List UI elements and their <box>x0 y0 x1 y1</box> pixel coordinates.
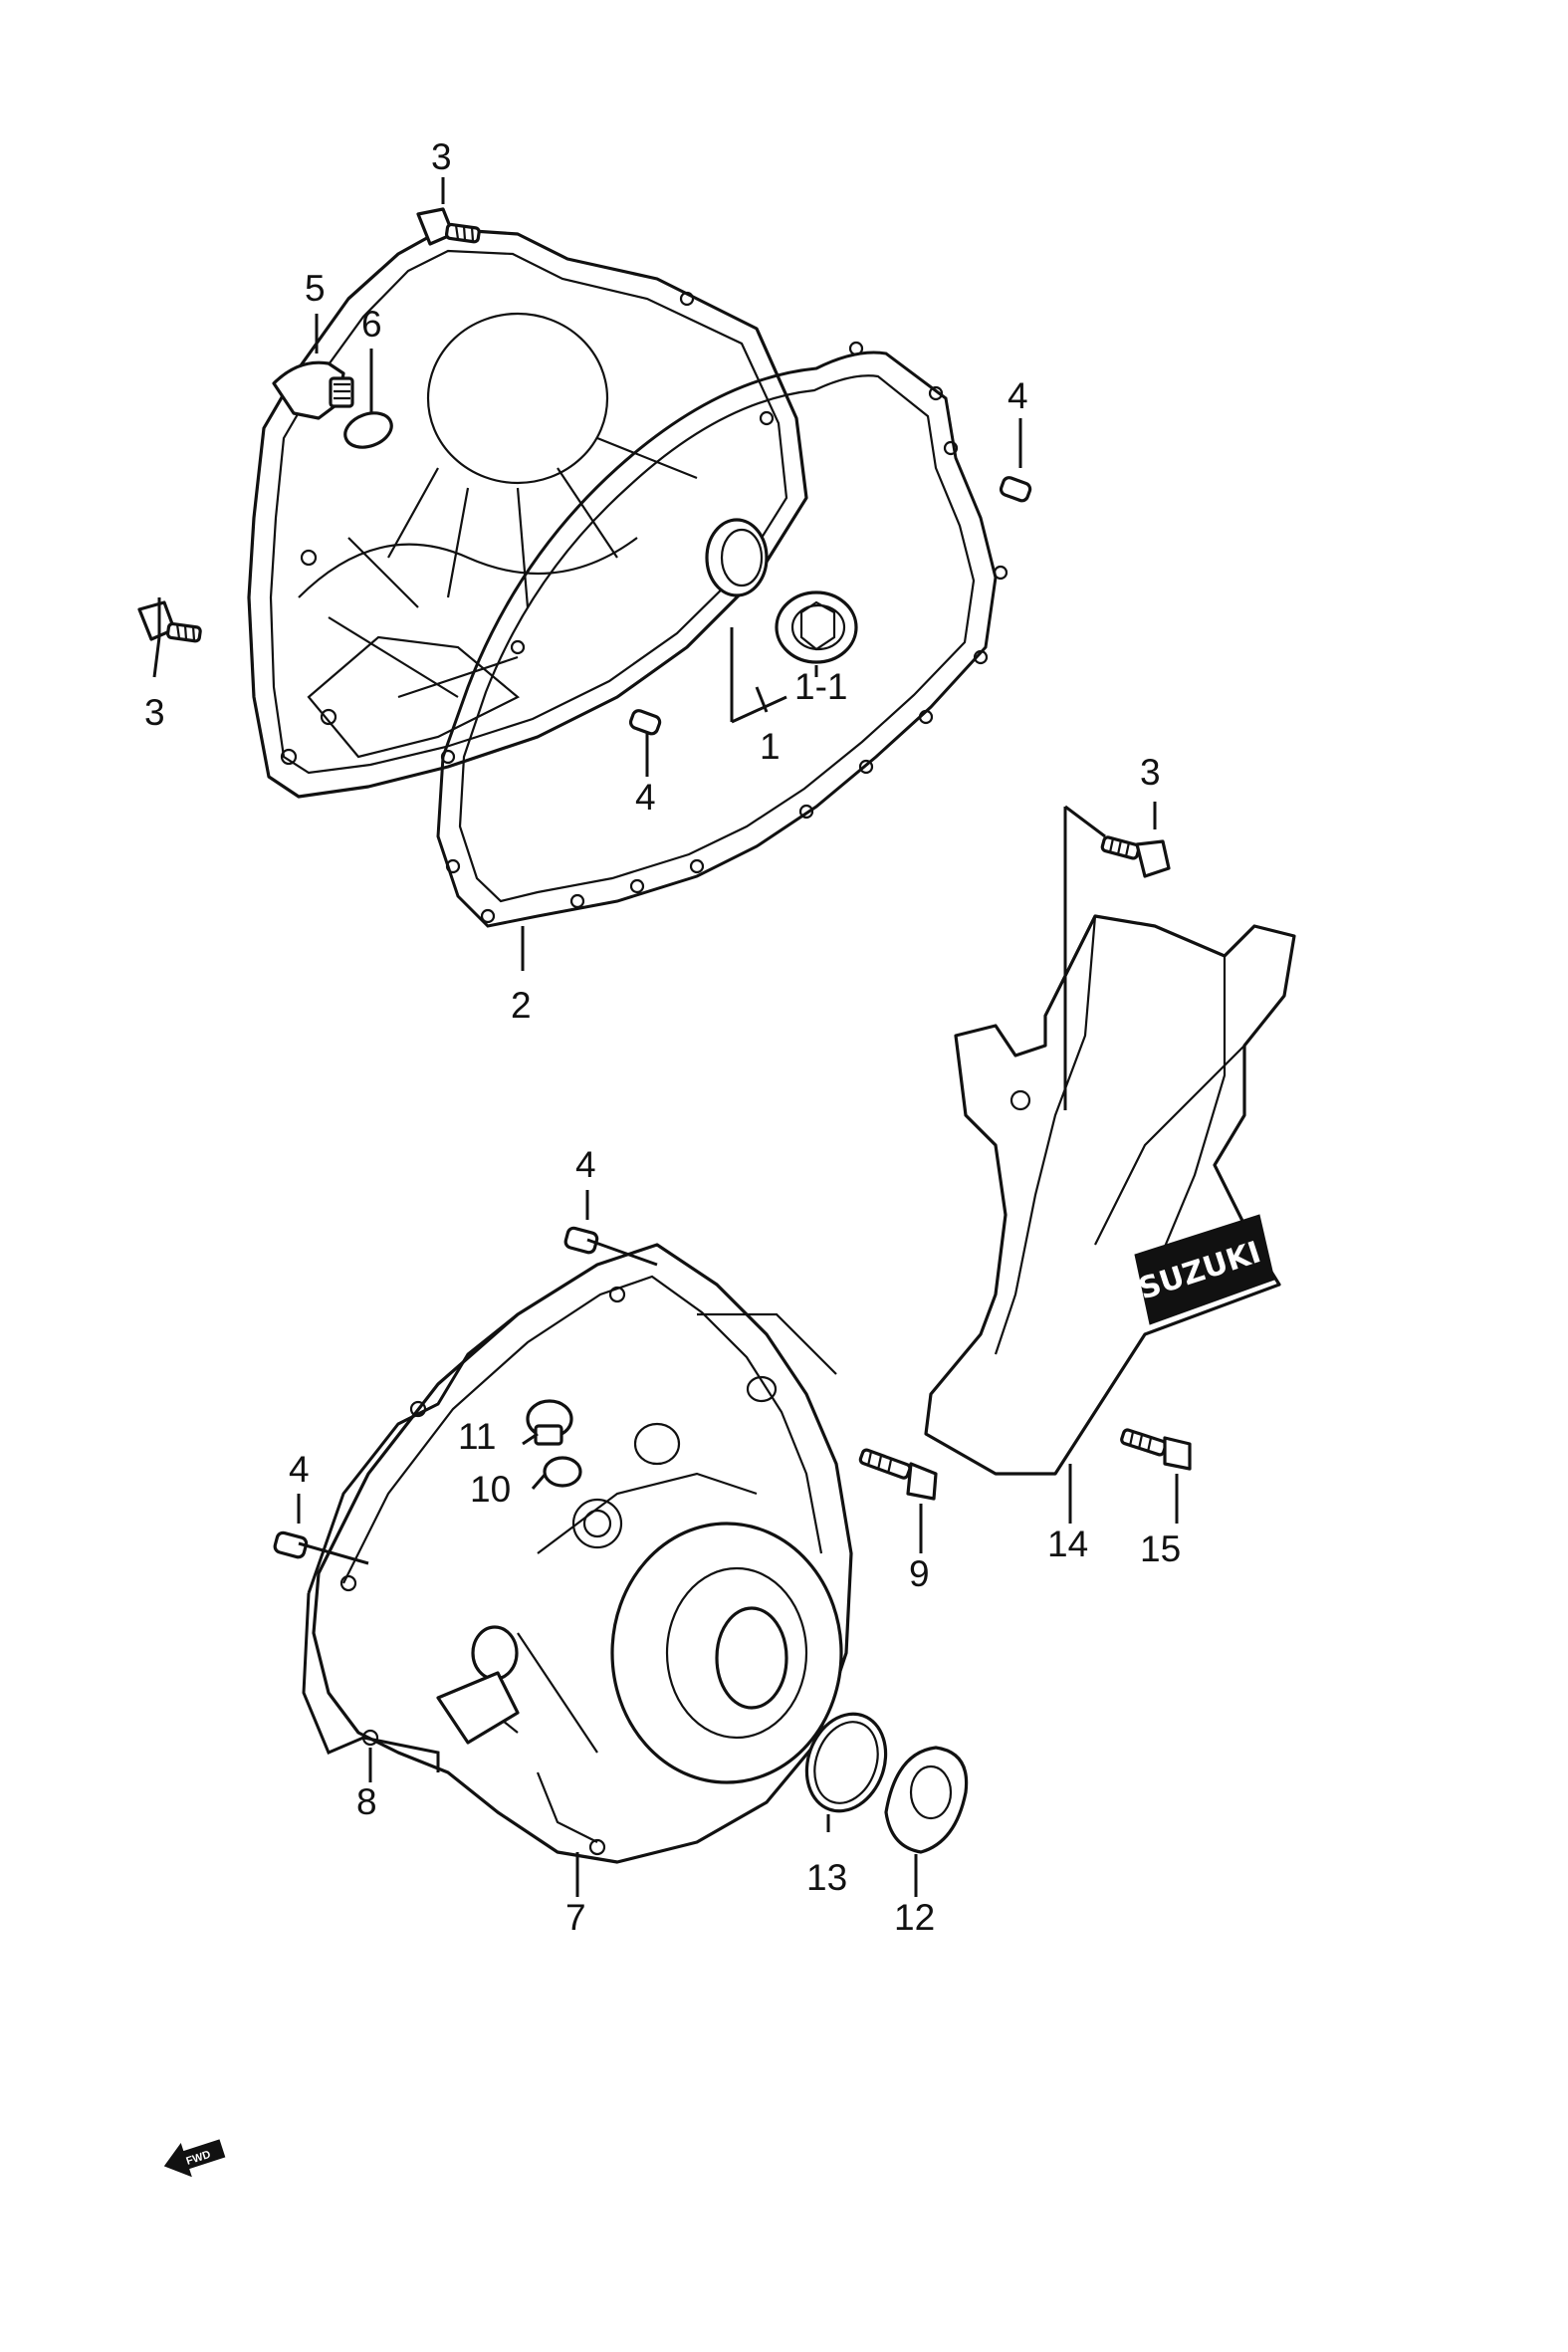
bolt-3-left <box>137 600 202 643</box>
callout-1-1: 1-1 <box>794 666 847 707</box>
callout-4-left: 4 <box>289 1449 310 1490</box>
generator-cover-gasket <box>302 1312 519 1772</box>
callout-labels: 3 5 6 4 3 1-1 1 4 3 2 4 11 10 4 9 14 15 … <box>144 136 1181 1938</box>
bolt-9 <box>858 1448 938 1501</box>
cap-12 <box>884 1746 969 1854</box>
callout-11: 11 <box>458 1416 496 1457</box>
bolt-3-right <box>1100 835 1171 878</box>
fwd-arrow-icon: FWD <box>163 2139 226 2178</box>
callout-3-right: 3 <box>1140 752 1161 793</box>
washer-10 <box>543 1456 582 1488</box>
callout-15: 15 <box>1140 1529 1181 1569</box>
dowel-pin-4-a <box>999 476 1032 503</box>
dowel-pin-4-b <box>628 709 662 736</box>
callout-13: 13 <box>806 1857 847 1898</box>
callout-12: 12 <box>894 1897 935 1938</box>
bolt-15 <box>1120 1428 1192 1471</box>
oil-filler-cap <box>272 360 354 420</box>
clutch-cover <box>247 227 808 799</box>
clutch-cover-gasket <box>436 341 1008 928</box>
callout-14: 14 <box>1047 1524 1088 1564</box>
callout-10: 10 <box>470 1469 511 1510</box>
generator-cover <box>312 1243 853 1864</box>
callout-4-middle: 4 <box>635 777 656 818</box>
sprocket-guard: SUZUKI <box>924 914 1296 1476</box>
callout-7: 7 <box>565 1897 586 1938</box>
o-ring-6 <box>343 411 393 449</box>
callout-8: 8 <box>356 1781 377 1822</box>
callout-2: 2 <box>511 985 532 1026</box>
callout-5: 5 <box>305 268 326 309</box>
callout-1: 1 <box>760 726 781 767</box>
callout-9: 9 <box>909 1553 930 1594</box>
callout-4-lower: 4 <box>575 1144 596 1185</box>
oil-plug-11 <box>526 1399 573 1446</box>
callout-4-top-right: 4 <box>1008 375 1028 416</box>
callout-6: 6 <box>361 304 382 345</box>
clutch-cover-cap <box>775 590 858 664</box>
dowel-pin-4-d <box>273 1530 309 1559</box>
bolt-3-top <box>416 207 481 246</box>
callout-3-top: 3 <box>431 136 452 177</box>
callout-3-left: 3 <box>144 692 165 733</box>
leader-lines <box>152 177 1179 1897</box>
